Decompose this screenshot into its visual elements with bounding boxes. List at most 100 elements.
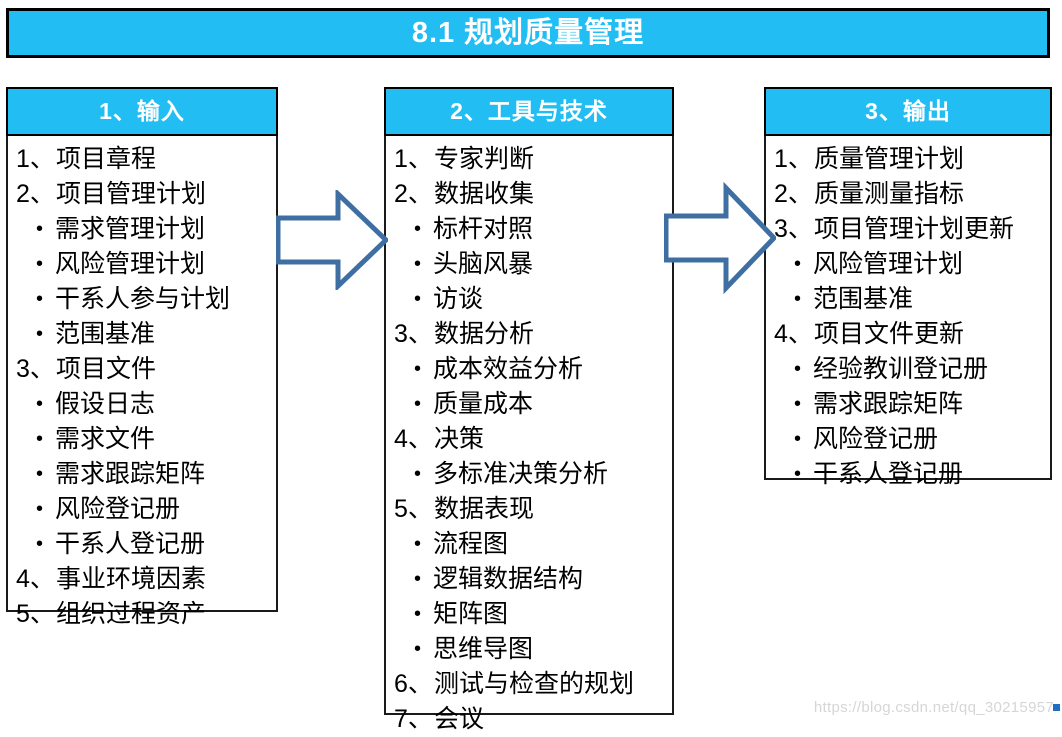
list-item: 需求跟踪矩阵 (772, 387, 1046, 422)
item-label: 经验教训登记册 (813, 355, 989, 383)
list-item: 2、项目管理计划 (14, 177, 272, 212)
item-label: 质量管理计划 (814, 145, 965, 173)
item-label: 项目章程 (56, 145, 157, 173)
list-item: 头脑风暴 (392, 247, 668, 282)
item-number: 2、 (774, 180, 813, 208)
item-number: 1、 (394, 145, 433, 173)
column-body-output: 1、质量管理计划 2、质量测量指标 3、项目管理计划更新 风险管理计划 范围基准… (764, 136, 1052, 488)
item-number: 3、 (394, 320, 433, 348)
item-label: 项目管理计划 (56, 180, 207, 208)
column-header-output: 3、输出 (764, 87, 1052, 136)
item-label: 组织过程资产 (56, 600, 207, 628)
item-label: 会议 (434, 705, 485, 733)
right-arrow-icon (664, 182, 776, 294)
item-number: 4、 (16, 565, 55, 593)
item-list-tools: 1、专家判断 2、数据收集 标杆对照 头脑风暴 访谈 3、数据分析 成本效益分析… (392, 142, 668, 737)
item-number: 4、 (774, 320, 813, 348)
item-label: 流程图 (433, 530, 509, 558)
item-label: 干系人参与计划 (55, 285, 231, 313)
item-number: 7、 (394, 705, 433, 733)
item-label: 头脑风暴 (433, 250, 534, 278)
right-arrow-icon (276, 190, 388, 290)
list-item: 3、项目管理计划更新 (772, 212, 1046, 247)
item-label: 逻辑数据结构 (433, 565, 584, 593)
item-label: 多标准决策分析 (433, 460, 609, 488)
item-list-output: 1、质量管理计划 2、质量测量指标 3、项目管理计划更新 风险管理计划 范围基准… (772, 142, 1046, 492)
arrow-input-to-tools (276, 190, 388, 290)
item-label: 需求跟踪矩阵 (813, 390, 964, 418)
list-item: 1、项目章程 (14, 142, 272, 177)
column-header-label: 3、输出 (865, 98, 951, 124)
list-item: 4、项目文件更新 (772, 317, 1046, 352)
item-label: 质量测量指标 (814, 180, 965, 208)
item-label: 风险管理计划 (813, 250, 964, 278)
item-label: 质量成本 (433, 390, 534, 418)
column-header-label: 1、输入 (99, 98, 185, 124)
list-item: 1、质量管理计划 (772, 142, 1046, 177)
list-item: 6、测试与检查的规划 (392, 667, 668, 702)
list-item: 思维导图 (392, 632, 668, 667)
item-label: 事业环境因素 (56, 565, 207, 593)
item-number: 3、 (16, 355, 55, 383)
watermark-dot-icon (1053, 704, 1060, 711)
item-list-input: 1、项目章程 2、项目管理计划 需求管理计划 风险管理计划 干系人参与计划 范围… (14, 142, 272, 632)
diagram-title-bar: 8.1 规划质量管理 (6, 8, 1050, 58)
list-item: 5、数据表现 (392, 492, 668, 527)
column-body-tools: 1、专家判断 2、数据收集 标杆对照 头脑风暴 访谈 3、数据分析 成本效益分析… (384, 136, 674, 733)
list-item: 风险登记册 (14, 492, 272, 527)
list-item: 标杆对照 (392, 212, 668, 247)
list-item: 需求管理计划 (14, 212, 272, 247)
list-item: 4、事业环境因素 (14, 562, 272, 597)
item-label: 测试与检查的规划 (434, 670, 635, 698)
item-label: 风险登记册 (55, 495, 181, 523)
item-label: 标杆对照 (433, 215, 534, 243)
item-label: 访谈 (433, 285, 484, 313)
column-output: 3、输出 1、质量管理计划 2、质量测量指标 3、项目管理计划更新 风险管理计划… (764, 87, 1052, 488)
list-item: 4、决策 (392, 422, 668, 457)
list-item: 干系人参与计划 (14, 282, 272, 317)
item-label: 范围基准 (813, 285, 914, 313)
item-label: 专家判断 (434, 145, 535, 173)
list-item: 风险管理计划 (14, 247, 272, 282)
list-item: 逻辑数据结构 (392, 562, 668, 597)
item-label: 干系人登记册 (55, 530, 206, 558)
list-item: 风险管理计划 (772, 247, 1046, 282)
arrow-tools-to-output (664, 182, 776, 294)
item-label: 需求跟踪矩阵 (55, 460, 206, 488)
item-label: 需求管理计划 (55, 215, 206, 243)
list-item: 5、组织过程资产 (14, 597, 272, 632)
item-label: 风险登记册 (813, 425, 939, 453)
list-item: 3、项目文件 (14, 352, 272, 387)
item-label: 思维导图 (433, 635, 534, 663)
item-number: 5、 (394, 495, 433, 523)
column-input: 1、输入 1、项目章程 2、项目管理计划 需求管理计划 风险管理计划 干系人参与… (6, 87, 278, 628)
list-item: 假设日志 (14, 387, 272, 422)
list-item: 7、会议 (392, 702, 668, 737)
list-item: 2、质量测量指标 (772, 177, 1046, 212)
item-label: 需求文件 (55, 425, 156, 453)
item-number: 4、 (394, 425, 433, 453)
item-label: 项目文件 (56, 355, 157, 383)
list-item: 干系人登记册 (772, 457, 1046, 492)
list-item: 经验教训登记册 (772, 352, 1046, 387)
item-label: 数据收集 (434, 180, 535, 208)
item-label: 数据表现 (434, 495, 535, 523)
item-label: 项目文件更新 (814, 320, 965, 348)
item-number: 2、 (16, 180, 55, 208)
list-item: 访谈 (392, 282, 668, 317)
list-item: 范围基准 (14, 317, 272, 352)
list-item: 干系人登记册 (14, 527, 272, 562)
item-number: 1、 (16, 145, 55, 173)
list-item: 3、数据分析 (392, 317, 668, 352)
list-item: 矩阵图 (392, 597, 668, 632)
item-number: 1、 (774, 145, 813, 173)
list-item: 流程图 (392, 527, 668, 562)
item-label: 矩阵图 (433, 600, 509, 628)
item-number: 2、 (394, 180, 433, 208)
item-label: 干系人登记册 (813, 460, 964, 488)
list-item: 需求文件 (14, 422, 272, 457)
item-label: 假设日志 (55, 390, 156, 418)
item-number: 5、 (16, 600, 55, 628)
item-number: 6、 (394, 670, 433, 698)
